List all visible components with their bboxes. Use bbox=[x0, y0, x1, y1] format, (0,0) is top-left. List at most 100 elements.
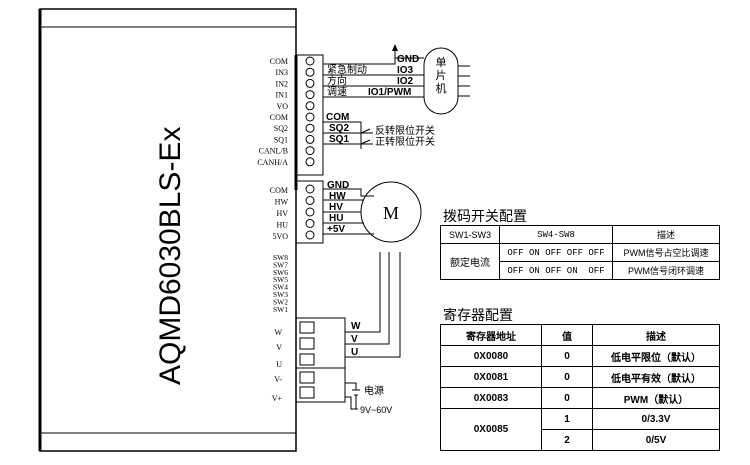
screw-top-6 bbox=[305, 123, 315, 133]
limit-com-label: COM bbox=[326, 112, 349, 123]
screw-top-7 bbox=[305, 134, 315, 144]
switch-label-4: SW4 bbox=[273, 283, 288, 292]
reg-value-2: 0 bbox=[541, 366, 593, 388]
screw-top-8 bbox=[305, 146, 315, 156]
limit-label-2: 正转限位开关 bbox=[375, 135, 435, 148]
power-squares bbox=[299, 321, 315, 399]
control-code-1: IO3 bbox=[397, 65, 414, 76]
switch-label-0: SW8 bbox=[273, 253, 288, 262]
dip-desc-2: PWM信号闭环调速 bbox=[612, 261, 720, 280]
dip-config-title: 拨码开关配置 bbox=[443, 208, 527, 224]
reg-config-title: 寄存器配置 bbox=[443, 307, 513, 323]
reg-addr-1: 0X0080 bbox=[440, 345, 542, 367]
mcu-oval bbox=[423, 47, 459, 115]
hall-label-hw: HW bbox=[329, 191, 346, 202]
switch-label-2: SW6 bbox=[273, 268, 288, 277]
dip-header-3: 描述 bbox=[612, 225, 720, 244]
reg-desc-4: 0/3.3V bbox=[592, 408, 720, 430]
power-label-2: U bbox=[276, 360, 282, 369]
screws-middle bbox=[305, 184, 315, 240]
terminal-label-top-6: SQ2 bbox=[274, 124, 288, 133]
power-square-1 bbox=[299, 337, 315, 350]
power-label-0: W bbox=[274, 328, 282, 337]
screw-top-4 bbox=[305, 101, 315, 111]
reg-addr-2: 0X0081 bbox=[440, 366, 542, 388]
model-label: AQMD6030BLS-Ex bbox=[154, 127, 187, 385]
terminal-label-top-9: CANH/A bbox=[257, 158, 288, 167]
reg-desc-2: 低电平有效（默认） bbox=[592, 366, 720, 388]
dip-group-label: 额定电流 bbox=[440, 243, 500, 280]
power-block-phase bbox=[295, 317, 346, 369]
limit-label-1: 反转限位开关 bbox=[375, 124, 435, 137]
reg-desc-1: 低电平限位（默认） bbox=[592, 345, 720, 367]
switch-label-3: SW5 bbox=[273, 275, 288, 284]
dip-switches-2: OFF ON OFF ON OFF bbox=[499, 261, 613, 280]
power-square-3 bbox=[299, 371, 315, 384]
screw-mid-0 bbox=[305, 184, 315, 194]
motor-label: M bbox=[383, 203, 399, 223]
switch-label-6: SW2 bbox=[273, 297, 288, 306]
reg-value-5: 2 bbox=[541, 429, 593, 451]
power-square-4 bbox=[299, 386, 315, 399]
mcu-label: 单片机 bbox=[436, 56, 447, 95]
screw-mid-3 bbox=[305, 219, 315, 228]
dip-switches-1: OFF ON OFF OFF OFF bbox=[499, 243, 613, 262]
screw-mid-2 bbox=[305, 207, 315, 217]
switch-label-5: SW3 bbox=[273, 290, 288, 299]
control-label-2: 方向 bbox=[327, 74, 347, 87]
switch-label-1: SW7 bbox=[273, 260, 288, 269]
control-code-2: IO2 bbox=[397, 76, 414, 87]
terminal-block-middle bbox=[295, 180, 324, 244]
screw-top-3 bbox=[305, 90, 315, 100]
screw-mid-1 bbox=[305, 196, 315, 205]
control-label-3: 调速 bbox=[327, 86, 347, 98]
power-block-supply bbox=[295, 367, 346, 403]
limit-code-1: SQ2 bbox=[329, 123, 349, 134]
reg-config-table: 寄存器地址 值 描述 0X0080 0 低电平限位（默认） 0X0081 0 低… bbox=[440, 324, 720, 451]
terminal-label-top-0: COM bbox=[270, 57, 288, 66]
reg-value-1: 0 bbox=[541, 345, 593, 367]
terminal-block-top bbox=[295, 54, 324, 176]
phase-label-w: W bbox=[351, 321, 361, 332]
limit-code-2: SQ1 bbox=[329, 134, 349, 145]
power-range-label: 9V~60V bbox=[360, 405, 392, 415]
dip-header-1: SW1-SW3 bbox=[440, 225, 500, 244]
reg-addr-3: 0X0083 bbox=[440, 387, 542, 409]
reg-addr-4: 0X0085 bbox=[440, 408, 542, 451]
power-label-3: V- bbox=[274, 375, 282, 384]
terminal-label-top-1: IN3 bbox=[276, 68, 288, 77]
terminal-label-mid-4: 5VO bbox=[272, 232, 288, 241]
reg-header-1: 寄存器地址 bbox=[440, 324, 542, 346]
reg-desc-5: 0/5V bbox=[592, 429, 720, 451]
gnd-label: GND bbox=[397, 54, 419, 65]
terminal-label-mid-1: HW bbox=[275, 198, 289, 207]
terminal-label-top-3: IN1 bbox=[276, 91, 288, 100]
reg-value-3: 0 bbox=[541, 387, 593, 409]
switch-label-7: SW1 bbox=[273, 305, 288, 314]
dip-header-2: SW4-SW8 bbox=[499, 225, 613, 244]
screw-top-5 bbox=[305, 112, 315, 122]
terminal-label-mid-0: COM bbox=[270, 186, 288, 195]
terminal-label-top-4: VO bbox=[276, 102, 288, 111]
dip-desc-1: PWM信号占空比调速 bbox=[612, 243, 720, 262]
hall-label-gnd: GND bbox=[327, 180, 349, 191]
terminal-label-top-8: CANL/B bbox=[259, 147, 288, 156]
screw-top-9 bbox=[305, 157, 315, 167]
screw-mid-4 bbox=[305, 230, 315, 240]
terminal-label-mid-2: HV bbox=[276, 209, 288, 218]
power-label-1: V bbox=[276, 343, 282, 352]
power-label-4: V+ bbox=[272, 394, 283, 403]
phase-label-v: V bbox=[351, 334, 358, 345]
control-label-1: 紧急制动 bbox=[327, 63, 367, 76]
reg-header-2: 值 bbox=[541, 324, 593, 346]
phase-label-u: U bbox=[351, 347, 358, 358]
screw-top-2 bbox=[305, 78, 315, 88]
screw-top-0 bbox=[305, 56, 315, 66]
reg-desc-3: PWM（默认） bbox=[592, 387, 720, 409]
reg-value-4: 1 bbox=[541, 408, 593, 430]
screws-top bbox=[305, 56, 315, 167]
